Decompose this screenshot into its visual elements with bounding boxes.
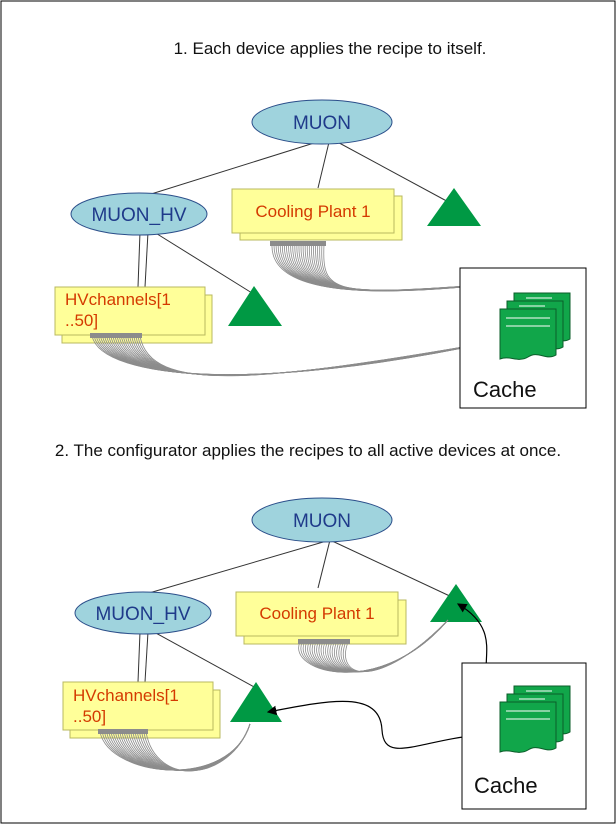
panel-2-muon-hv-node: MUON_HV <box>74 591 212 635</box>
panel-2-cache-box: Cache <box>461 662 587 810</box>
panel-2-hvchannels-label-2: ..50] <box>73 707 106 726</box>
fan-line <box>139 335 493 377</box>
panel-2-fan-lines-cooling <box>298 619 449 673</box>
panel-1-cooling-plant-stack: Cooling Plant 1 <box>231 188 403 241</box>
panel-1-triangle-cooling <box>427 188 481 226</box>
panel-1-caption: 1. Each device applies the recipe to its… <box>174 39 487 58</box>
fan-line <box>323 243 495 291</box>
panel-1: 1. Each device applies the recipe to its… <box>54 39 587 409</box>
panel-2-triangle-hv <box>230 682 282 722</box>
panel-2-hvchannels-label-1: HVchannels[1 <box>73 686 179 705</box>
panel-2-cooling-plant-stack: Cooling Plant 1 <box>235 591 407 645</box>
panel-1-muon-label: MUON <box>293 113 351 134</box>
panel-2-fan-lines-hv <box>98 723 251 772</box>
panel-1-muon-hv-label: MUON_HV <box>91 205 186 226</box>
panel-1-hvchannels-label-2: ..50] <box>65 311 98 330</box>
fan-source-bar <box>270 241 326 246</box>
panel-2-cooling-plant-label: Cooling Plant 1 <box>259 604 374 623</box>
panel-1-fan-lines-hv <box>90 333 493 377</box>
panel-2-cache-document-icon <box>499 685 571 753</box>
panel-2-muon-node: MUON <box>251 497 393 543</box>
panel-2-muon-label: MUON <box>293 511 351 532</box>
panel-1-cooling-plant-label: Cooling Plant 1 <box>255 202 370 221</box>
panel-2-hvchannels-stack: HVchannels[1 ..50] <box>62 681 221 739</box>
panel-1-fan-lines-cooling <box>270 241 495 292</box>
panel-1-hvchannels-label-1: HVchannels[1 <box>65 290 171 309</box>
panel-2: 2. The configurator applies the recipes … <box>55 441 587 810</box>
panel-2-cache-label: Cache <box>474 773 538 798</box>
panel-1-muon-hv-node: MUON_HV <box>70 192 208 236</box>
fan-source-bar <box>298 639 350 644</box>
panel-1-cache-label: Cache <box>473 377 537 402</box>
fan-source-bar <box>90 333 142 338</box>
fan-line <box>145 723 251 772</box>
panel-2-tree-edges <box>131 539 455 689</box>
panel-2-arrow-cache-hv <box>266 700 482 749</box>
fan-line <box>345 619 449 672</box>
panel-1-muon-node: MUON <box>251 99 393 145</box>
panel-1-hvchannels-stack: HVchannels[1 ..50] <box>54 286 213 344</box>
panel-1-cache-box: Cache <box>459 267 587 409</box>
panel-1-cache-document-icon <box>499 292 571 360</box>
panel-2-muon-hv-label: MUON_HV <box>95 604 190 625</box>
panel-1-tree-edges <box>131 137 455 294</box>
panel-2-caption: 2. The configurator applies the recipes … <box>55 441 561 460</box>
fan-source-bar <box>98 729 148 734</box>
panel-1-triangle-hv <box>228 286 282 326</box>
